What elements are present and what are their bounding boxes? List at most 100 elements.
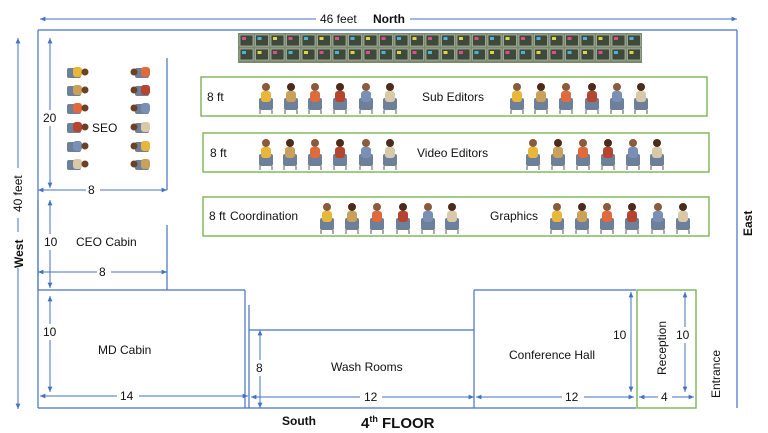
server-light [257,51,262,54]
server-unit [301,34,316,47]
workstation-seat [284,83,298,114]
server-unit [379,34,393,47]
workstation-seat [320,203,334,234]
workstation-seat [259,83,273,114]
server-unit [580,48,595,61]
server-unit [239,48,254,61]
server-unit [348,48,362,61]
server-racks [238,33,642,63]
server-light [583,51,587,54]
server-unit [379,48,393,61]
server-unit [394,34,409,47]
workstation-seat [625,203,639,234]
server-light [412,37,417,40]
server-unit [596,48,610,61]
server-light [629,37,634,40]
server-unit [611,34,626,47]
workstation-seat [610,83,624,114]
server-light [505,37,510,40]
server-unit [286,48,300,61]
md-height-label: 10 [43,325,57,339]
server-light [381,51,386,54]
server-light [242,51,246,54]
workstation-seat [651,203,665,234]
row-3-right-team-label: Graphics [490,209,538,223]
server-light [397,51,401,54]
server-unit [487,34,502,47]
server-unit [627,34,641,47]
server-light [319,51,324,54]
workstation-seat [345,203,359,234]
seo-seat [130,141,150,152]
workstation-seat [308,139,322,170]
server-light [366,51,370,54]
server-light [273,37,277,40]
server-light [428,51,432,54]
server-light [412,51,417,54]
workstation-seating [259,83,690,234]
server-unit [394,48,409,61]
server-light [490,37,494,40]
server-light [366,37,370,40]
workstation-seat [575,203,589,234]
server-light [567,37,572,40]
server-unit [286,34,300,47]
workstation-seat [383,139,397,170]
server-unit [332,48,347,61]
ceo-cabin-label: CEO Cabin [76,235,137,249]
seo-seat [67,122,89,133]
floor-title: 4th FLOOR [361,414,435,432]
seo-height-label: 20 [43,111,57,125]
server-light [521,37,525,40]
workstation-seat [601,139,615,170]
server-light [552,37,556,40]
seo-seat [67,159,89,170]
server-unit [487,48,502,61]
server-unit [410,34,424,47]
server-light [242,37,246,40]
server-light [350,51,355,54]
server-light [459,51,463,54]
row-3-length: 8 ft [209,209,226,223]
seo-seat [130,122,150,133]
server-unit [425,34,440,47]
server-unit [255,48,269,61]
server-light [552,51,556,54]
workstation-seat [359,139,373,170]
workstation-seat [396,203,410,234]
ceo-width-label: 8 [99,265,106,279]
server-light [490,51,494,54]
server-light [598,37,603,40]
server-unit [503,48,517,61]
server-unit [611,48,626,61]
server-light [428,37,432,40]
workstation-seat [259,139,273,170]
server-light [288,37,293,40]
workstation-seat [370,203,384,234]
height-total-label: 40 feet [11,175,25,212]
server-light [397,37,401,40]
workstation-seat [534,83,548,114]
server-unit [348,34,362,47]
workstation-seat [634,83,648,114]
row-1-team-label: Sub Editors [422,90,484,104]
server-light [614,37,618,40]
wash-width-label: 12 [364,390,378,404]
server-light [583,37,587,40]
md-width-label: 14 [120,389,134,403]
server-unit [239,34,254,47]
seo-seat [130,159,150,170]
south-label: South [282,414,316,428]
server-unit [596,34,610,47]
server-unit [549,48,564,61]
conf-height-label: 10 [613,328,627,342]
server-unit [255,34,269,47]
server-light [335,51,339,54]
server-unit [410,48,424,61]
server-unit [472,34,486,47]
seo-room-label: SEO [92,121,117,135]
ceo-height-label: 10 [44,235,58,249]
north-label: North [373,12,405,26]
workstation-seat [308,83,322,114]
